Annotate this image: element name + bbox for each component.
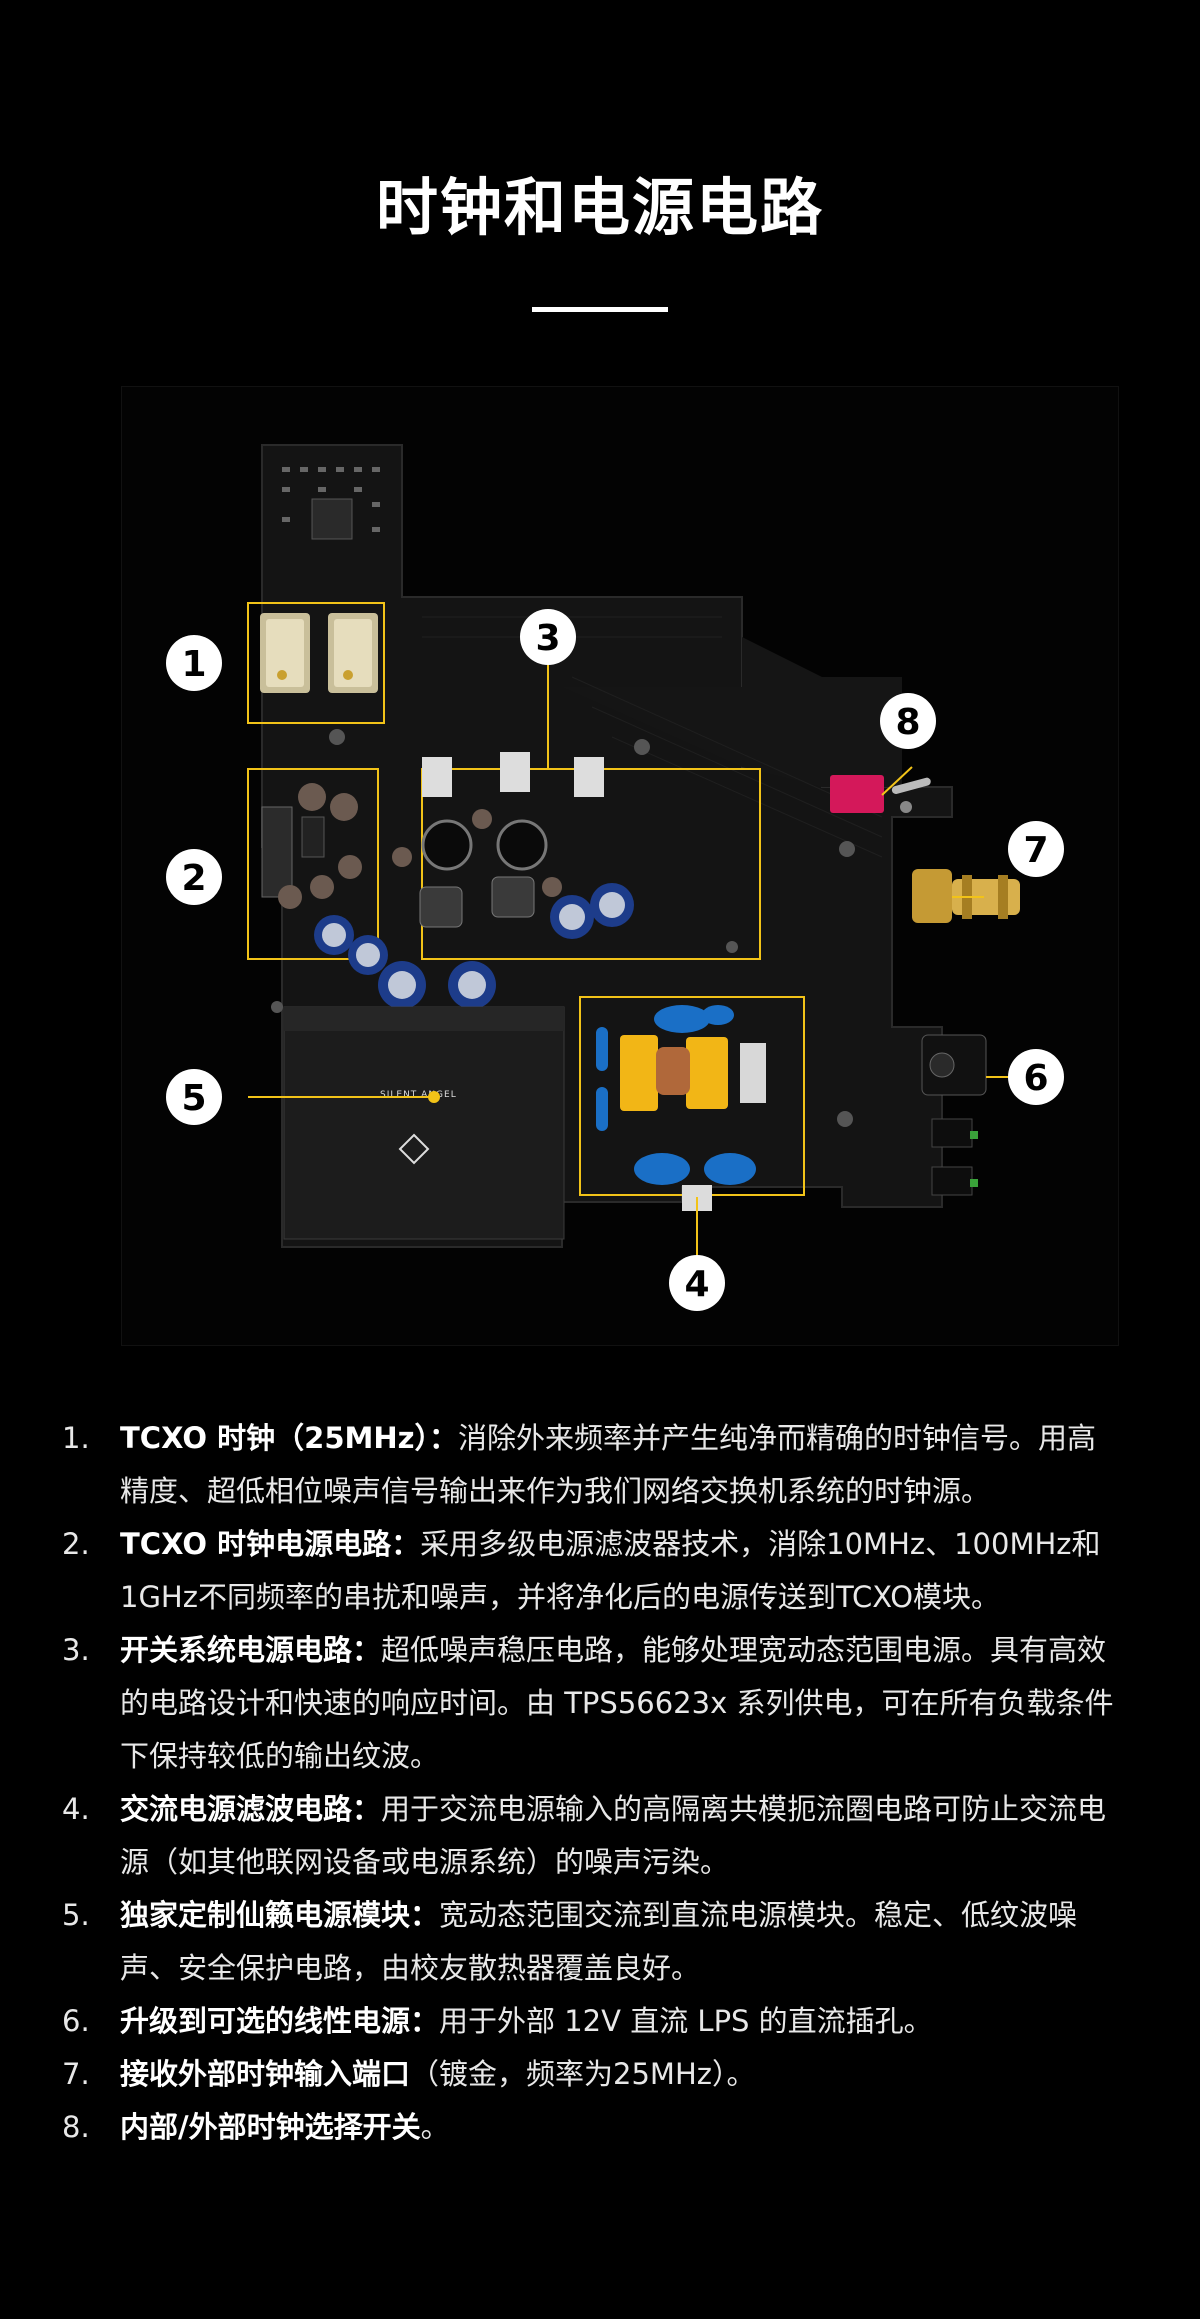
- feature-number: 2.: [62, 1527, 90, 1561]
- feature-item-2: 2. TCXO 时钟电源电路：采用多级电源滤波器技术，消除10MHz、100MH…: [62, 1518, 1122, 1624]
- feature-title: TCXO 时钟电源电路：: [120, 1527, 421, 1561]
- circuit-board-image: SILENT ANGEL: [166, 444, 1064, 1311]
- feature-title: 接收外部时钟输入端口: [120, 2057, 411, 2091]
- feature-item-1: 1. TCXO 时钟（25MHz）：消除外来频率并产生纯净而精确的时钟信号。用高…: [62, 1412, 1122, 1518]
- feature-item-4: 4. 交流电源滤波电路：用于交流电源输入的高隔离共模扼流圈电路可防止交流电源（如…: [62, 1783, 1122, 1889]
- feature-number: 3.: [62, 1633, 90, 1667]
- feature-item-7: 7. 接收外部时钟输入端口（镀金，频率为25MHz）。: [62, 2048, 1122, 2101]
- feature-description: 超低噪声稳压电路，能够处理宽动态范围电源。具有高效的电路设计和快速的响应时间。由…: [120, 1633, 1114, 1773]
- feature-description: 宽动态范围交流到直流电源模块。稳定、低纹波噪声、安全保护电路，由校友散热器覆盖良…: [120, 1898, 1078, 1985]
- feature-number: 4.: [62, 1792, 90, 1826]
- feature-description: 消除外来频率并产生纯净而精确的时钟信号。用高精度、超低相位噪声信号输出来作为我们…: [120, 1421, 1097, 1508]
- callout-2: 2: [166, 849, 222, 905]
- callout-3: 3: [520, 609, 576, 665]
- title-divider: [532, 307, 668, 312]
- svg-text:4: 4: [684, 1264, 709, 1305]
- feature-description: 用于交流电源输入的高隔离共模扼流圈电路可防止交流电源（如其他联网设备或电源系统）…: [120, 1792, 1107, 1879]
- svg-text:2: 2: [181, 858, 206, 899]
- feature-number: 5.: [62, 1898, 90, 1932]
- feature-description: 采用多级电源滤波器技术，消除10MHz、100MHz和1GHz不同频率的串扰和噪…: [120, 1527, 1101, 1614]
- svg-text:1: 1: [181, 644, 206, 685]
- feature-number: 6.: [62, 2004, 90, 2038]
- callout-1: 1: [166, 635, 222, 691]
- circuit-board-figure: SILENT ANGEL: [121, 386, 1119, 1346]
- feature-title: 内部/外部时钟选择开关: [120, 2110, 421, 2144]
- feature-description: （镀金，频率为25MHz）。: [410, 2057, 756, 2091]
- callout-6: 6: [1008, 1049, 1064, 1105]
- feature-description: 用于外部 12V 直流 LPS 的直流插孔。: [439, 2004, 933, 2038]
- callout-8: 8: [880, 693, 936, 749]
- svg-text:8: 8: [895, 702, 920, 743]
- feature-item-5: 5. 独家定制仙籁电源模块：宽动态范围交流到直流电源模块。稳定、低纹波噪声、安全…: [62, 1889, 1122, 1995]
- callout-7: 7: [1008, 821, 1064, 877]
- feature-title: 独家定制仙籁电源模块：: [120, 1898, 440, 1932]
- feature-title: 开关系统电源电路：: [120, 1633, 382, 1667]
- svg-text:6: 6: [1023, 1058, 1048, 1099]
- svg-text:5: 5: [181, 1078, 206, 1119]
- feature-title: 升级到可选的线性电源：: [120, 2004, 440, 2038]
- feature-item-6: 6. 升级到可选的线性电源：用于外部 12V 直流 LPS 的直流插孔。: [62, 1995, 1122, 2048]
- feature-item-8: 8. 内部/外部时钟选择开关。: [62, 2101, 1122, 2154]
- svg-text:3: 3: [535, 618, 560, 659]
- callout-5: 5: [166, 1069, 222, 1125]
- feature-description: 。: [420, 2110, 450, 2144]
- feature-list: 1. TCXO 时钟（25MHz）：消除外来频率并产生纯净而精确的时钟信号。用高…: [62, 1412, 1122, 2154]
- feature-number: 8.: [62, 2110, 90, 2144]
- feature-title: 交流电源滤波电路：: [120, 1792, 382, 1826]
- feature-title: TCXO 时钟（25MHz）：: [120, 1421, 459, 1455]
- svg-text:7: 7: [1023, 830, 1048, 871]
- page-title: 时钟和电源电路: [375, 171, 824, 244]
- callout-4: 4: [669, 1255, 725, 1311]
- feature-number: 7.: [62, 2057, 90, 2091]
- feature-number: 1.: [62, 1421, 90, 1455]
- feature-item-3: 3. 开关系统电源电路：超低噪声稳压电路，能够处理宽动态范围电源。具有高效的电路…: [62, 1624, 1122, 1783]
- board-brand-label: SILENT ANGEL: [380, 1090, 457, 1100]
